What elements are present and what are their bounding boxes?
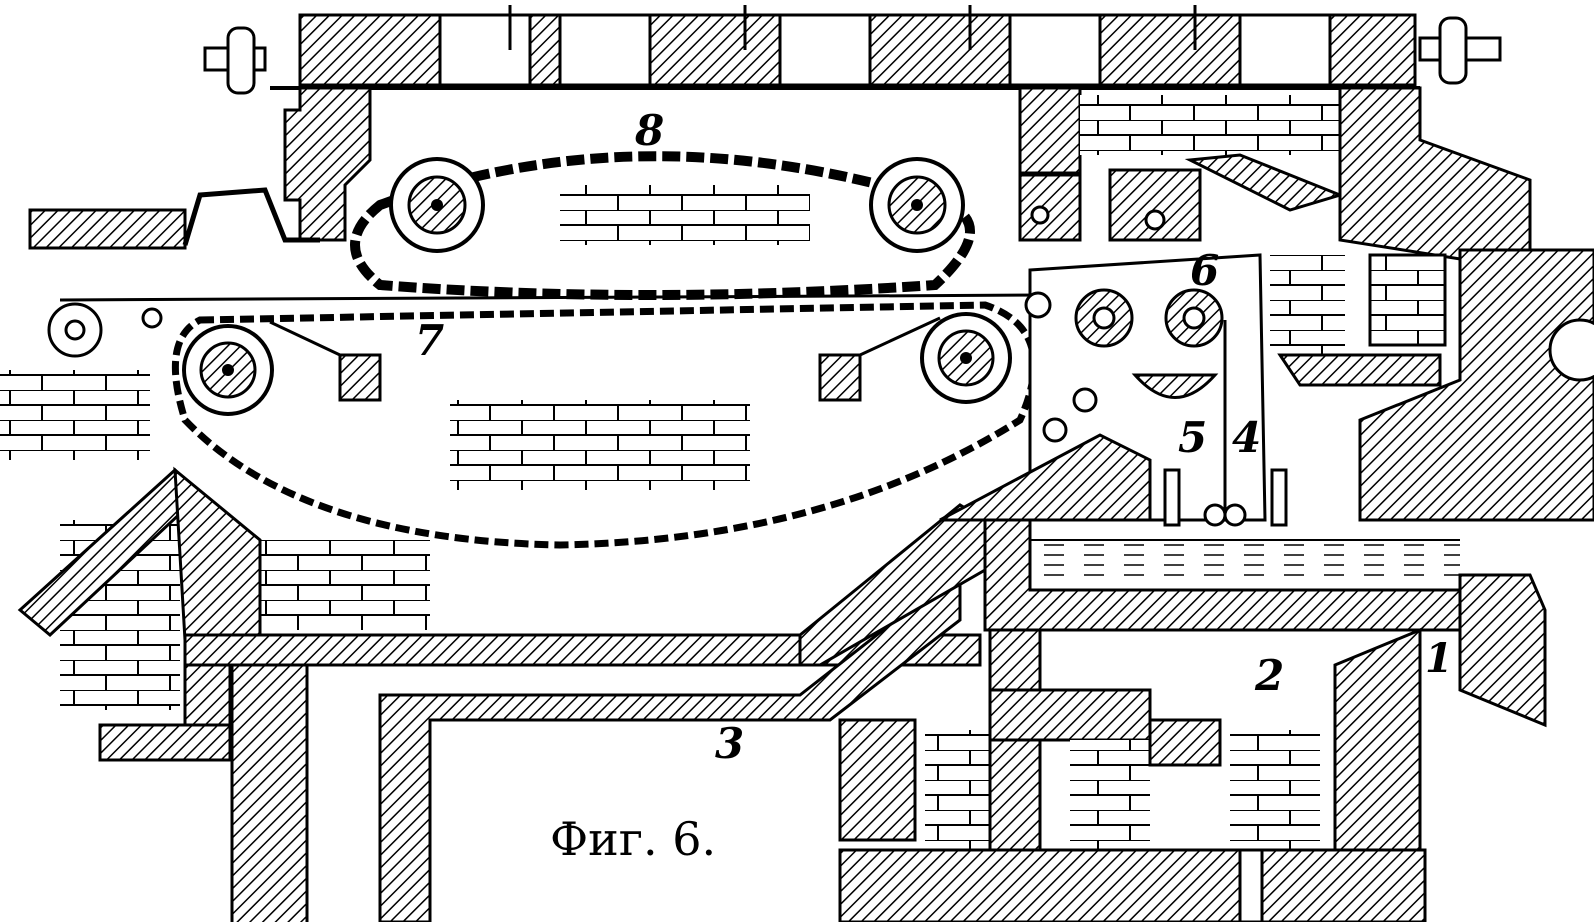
callout-8: 8 bbox=[634, 106, 664, 155]
drawing-chamber bbox=[939, 253, 1288, 527]
right-upper-structure bbox=[1018, 86, 1594, 522]
callout-6: 6 bbox=[1190, 246, 1219, 295]
upper-chain-belt bbox=[350, 151, 975, 300]
figure-caption: Фиг. 6. bbox=[550, 812, 716, 866]
callout-5: 5 bbox=[1178, 413, 1207, 462]
left-feed-plate bbox=[28, 187, 320, 250]
lower-roller-right bbox=[920, 312, 1012, 404]
glass-bath bbox=[983, 518, 1547, 728]
lower-roller-left bbox=[182, 324, 274, 416]
upper-roller-right bbox=[869, 157, 965, 253]
axle-end-left bbox=[203, 26, 267, 95]
top-cover-beam bbox=[270, 5, 1420, 90]
callout-1: 1 bbox=[1425, 635, 1453, 682]
callout-4: 4 bbox=[1232, 413, 1261, 462]
glass-sheet-path bbox=[47, 293, 1051, 358]
lower-chain-belt bbox=[171, 301, 1038, 549]
lower-right-masonry bbox=[838, 627, 1427, 922]
callout-3: 3 bbox=[715, 719, 744, 768]
callout-2: 2 bbox=[1254, 651, 1284, 700]
axle-end-right bbox=[1418, 16, 1502, 85]
callout-7: 7 bbox=[415, 316, 444, 365]
upper-roller-left bbox=[389, 157, 485, 253]
left-brickwork bbox=[0, 370, 430, 710]
